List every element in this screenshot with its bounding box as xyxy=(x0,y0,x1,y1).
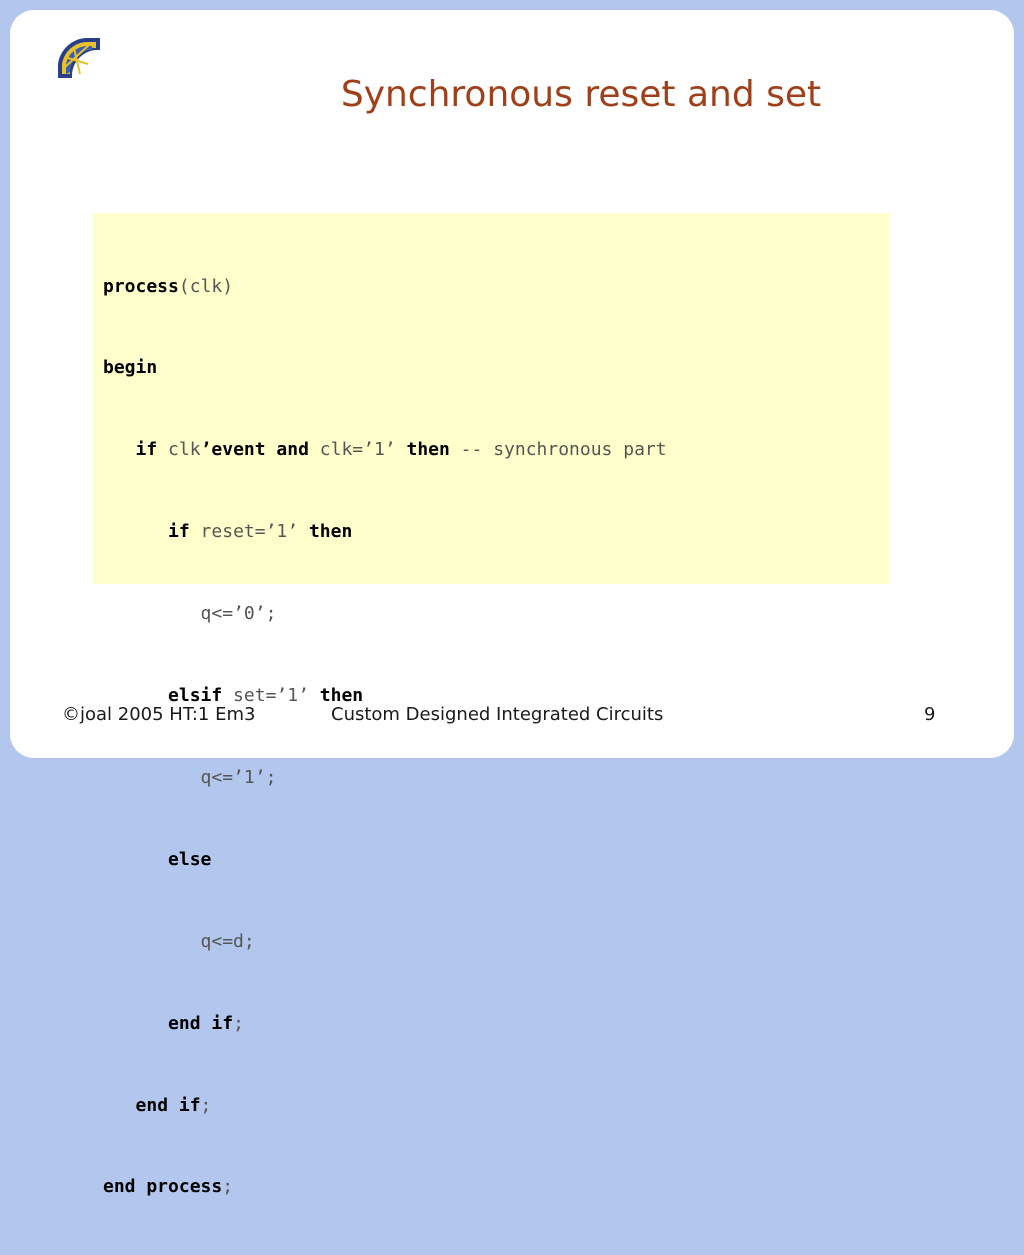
code-line-4: if reset=’1’ then xyxy=(168,521,353,543)
code-line-2: begin xyxy=(103,357,158,379)
code-line-5: q<=’0’; xyxy=(200,603,277,625)
footer-copyright: ©joal 2005 HT:1 Em3 xyxy=(62,704,256,725)
code-line-7: q<=’1’; xyxy=(200,766,277,788)
code-block: process(clk) begin if clk’event and clk=… xyxy=(93,213,890,1197)
code-line-10: end if; xyxy=(168,1012,244,1034)
code-line-12: end process; xyxy=(103,1176,234,1198)
page-number: 9 xyxy=(924,704,936,725)
code-line-11: end if; xyxy=(135,1094,212,1116)
footer-course-title: Custom Designed Integrated Circuits xyxy=(331,704,664,725)
code-text: process(clk) begin if clk’event and clk=… xyxy=(103,218,667,1255)
university-logo-icon xyxy=(58,38,100,78)
code-line-9: q<=d; xyxy=(200,930,255,952)
slide-title: Synchronous reset and set xyxy=(340,74,822,115)
code-line-6: elsif set=’1’ then xyxy=(168,685,364,707)
code-line-8: else xyxy=(168,848,212,870)
code-line-3: if clk’event and clk=’1’ then -- synchro… xyxy=(135,439,667,461)
code-line-1: process(clk) xyxy=(103,275,234,297)
